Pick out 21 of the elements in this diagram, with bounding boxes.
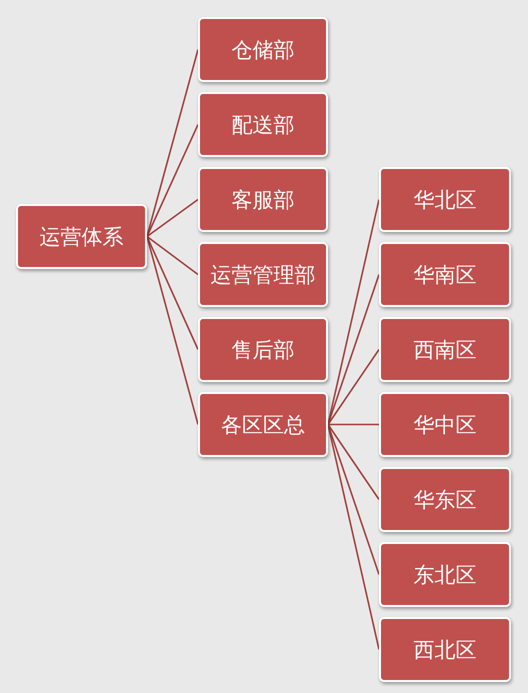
department-box: 东北区 (379, 542, 511, 607)
department-box: 配送部 (198, 92, 328, 157)
department-box: 售后部 (198, 317, 328, 382)
connector-line (327, 349, 380, 425)
connector-line (328, 424, 379, 426)
department-box: 西南区 (379, 317, 511, 382)
department-box: 运营管理部 (198, 242, 328, 307)
connector-line (146, 236, 198, 276)
department-box: 华东区 (379, 467, 511, 532)
department-box: 华中区 (379, 392, 511, 457)
department-box: 仓储部 (198, 17, 328, 82)
department-box: 华北区 (379, 167, 511, 232)
connector-line (146, 198, 198, 238)
department-box: 西北区 (379, 617, 511, 682)
department-box: 各区区总 (198, 392, 328, 457)
department-box: 运营体系 (16, 204, 147, 269)
connector-line (146, 236, 199, 350)
department-box: 华南区 (379, 242, 511, 307)
connector-line (327, 424, 380, 500)
connector-line (146, 124, 199, 237)
department-box: 客服部 (198, 167, 328, 232)
